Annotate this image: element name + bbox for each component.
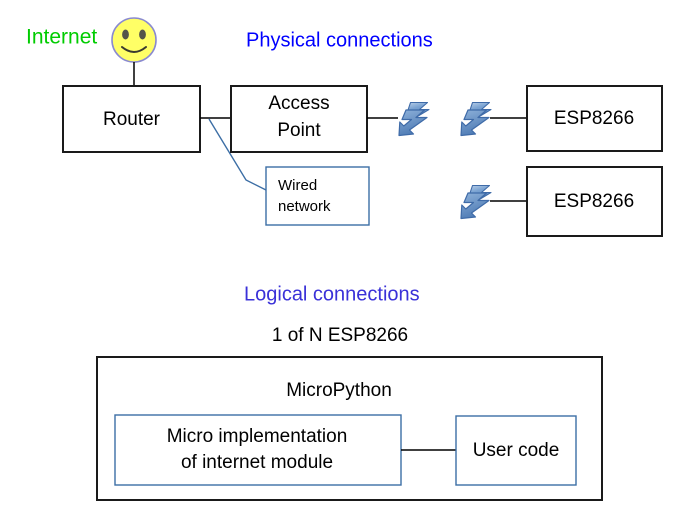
micropython-label: MicroPython — [286, 380, 392, 401]
access-point-label-line1: Access — [268, 93, 329, 114]
wired-network-label-line2: network — [278, 198, 331, 215]
node-micro-implementation: Micro implementation of internet module — [114, 414, 402, 486]
logical-caption: 1 of N ESP8266 — [272, 325, 408, 346]
wireless-lightning-icon — [460, 184, 492, 220]
node-access-point: Access Point — [230, 85, 368, 153]
wireless-lightning-icon — [398, 101, 430, 137]
node-wired-network: Wired network — [265, 166, 370, 226]
logical-connections-heading: Logical connections — [244, 283, 420, 305]
micro-implementation-label-line1: Micro implementation — [167, 426, 348, 447]
smiley-face-icon — [111, 17, 157, 63]
wireless-lightning-icon — [460, 101, 492, 137]
micro-implementation-label-line2: of internet module — [181, 452, 333, 473]
node-user-code: User code — [455, 415, 577, 486]
esp8266-bottom-label: ESP8266 — [554, 191, 634, 212]
internet-label: Internet — [26, 26, 97, 49]
leader-wired-network — [208, 118, 267, 191]
node-router: Router — [62, 85, 201, 153]
node-esp8266-top: ESP8266 — [526, 85, 663, 152]
esp8266-top-label: ESP8266 — [554, 108, 634, 129]
wired-network-label-line1: Wired — [278, 177, 317, 194]
node-esp8266-bottom: ESP8266 — [526, 166, 663, 237]
access-point-label-line2: Point — [277, 120, 321, 141]
physical-connections-heading: Physical connections — [246, 29, 433, 51]
router-label: Router — [103, 109, 161, 130]
user-code-label: User code — [473, 440, 560, 461]
